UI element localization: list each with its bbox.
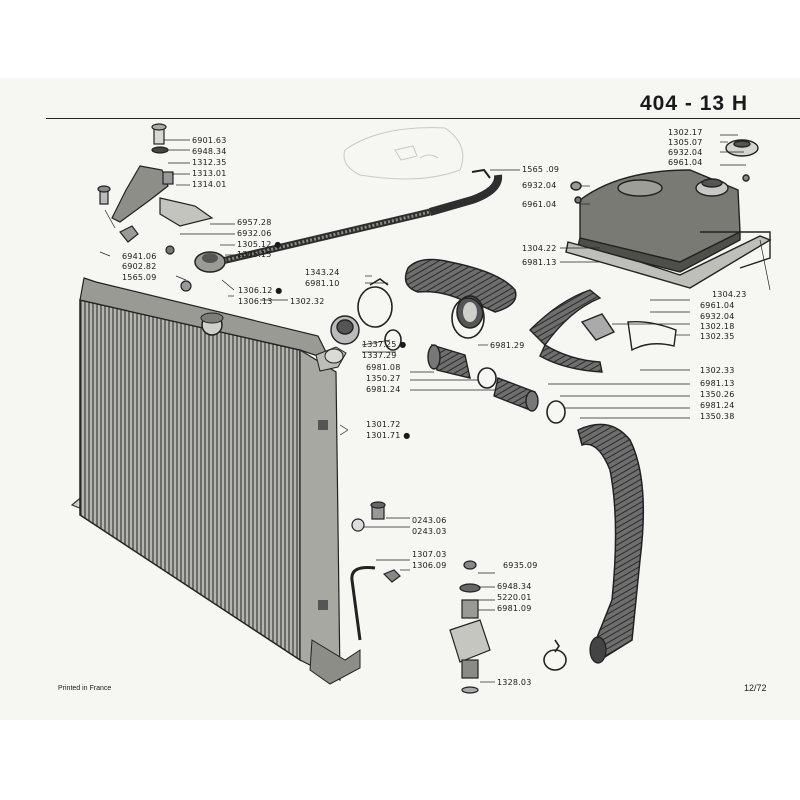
part-label: 6981.24 — [366, 385, 401, 394]
lower-hose — [577, 423, 645, 664]
part-label: 6981.24 — [700, 401, 735, 410]
upper-hose — [404, 258, 517, 329]
part-label: 1350.26 — [700, 390, 735, 399]
part-label: 1305.15 — [237, 250, 272, 259]
part-label: 0243.06 — [412, 516, 447, 525]
radiator — [70, 277, 361, 685]
support-bracket — [97, 123, 214, 292]
part-label: 1312.35 — [192, 158, 227, 167]
part-label: 1302.17 — [668, 128, 703, 137]
part-label: 1337.25 ● — [362, 340, 407, 349]
part-label: 5220.01 — [497, 593, 532, 602]
part-label: 1328.03 — [497, 678, 532, 687]
part-label: 1301.72 — [366, 420, 401, 429]
part-label: 6932.04 — [522, 181, 557, 190]
part-label: 1306.09 — [412, 561, 447, 570]
hose-connector — [330, 289, 677, 412]
part-label: 1302.32 — [290, 297, 325, 306]
part-label: 0243.03 — [412, 527, 447, 536]
leader-lines — [99, 134, 771, 683]
part-label: 6981.29 — [490, 341, 525, 350]
page-title: 404 - 13 H — [640, 92, 749, 115]
part-label: 6932.06 — [237, 229, 272, 238]
expansion-tank — [565, 139, 772, 289]
part-label: 1302.33 — [700, 366, 735, 375]
part-label: 6981.08 — [366, 363, 401, 372]
part-label: 6981.10 — [305, 279, 340, 288]
part-label: 1350.38 — [700, 412, 735, 421]
part-label: 1343.24 — [305, 268, 340, 277]
part-label: 6948.34 — [497, 582, 532, 591]
part-label: 1350.27 — [366, 374, 401, 383]
part-label: 6981.09 — [497, 604, 532, 613]
part-label: 1306.13 — [238, 297, 273, 306]
part-label: 6961.04 — [522, 200, 557, 209]
part-label: 6981.13 — [700, 379, 735, 388]
mount-bracket — [449, 560, 491, 694]
part-label: 6961.04 — [668, 158, 703, 167]
part-label: 1305.07 — [668, 138, 703, 147]
part-label: 6901.63 — [192, 136, 227, 145]
part-label: 1304.23 — [712, 290, 747, 299]
part-label: 1301.71 ● — [366, 431, 411, 440]
hose-clamp — [357, 278, 567, 671]
background-panel-outline — [343, 127, 464, 180]
part-label: 1313.01 — [192, 169, 227, 178]
page-number: 12/72 — [744, 683, 767, 693]
part-label: 6932.04 — [700, 312, 735, 321]
part-label: 1565.09 — [122, 273, 157, 282]
part-label: 6935.09 — [503, 561, 538, 570]
part-label: 1565 .09 — [522, 165, 560, 174]
part-label: 6961.04 — [700, 301, 735, 310]
part-label: 6902.82 — [122, 262, 157, 271]
part-label: 1304.22 — [522, 244, 557, 253]
part-label: 1302.18 — [700, 322, 735, 331]
part-label: 1307.03 — [412, 550, 447, 559]
part-label: 1314.01 — [192, 180, 227, 189]
part-label: 6932.04 — [668, 148, 703, 157]
header-rule — [46, 118, 800, 119]
part-label: 1305.12 ● — [237, 240, 282, 249]
part-label: 6981.13 — [522, 258, 557, 267]
part-label: 6957.28 — [237, 218, 272, 227]
printed-note: Printed in France — [58, 685, 112, 692]
part-label: 1306.12 ● — [238, 286, 283, 295]
part-label: 6941.06 — [122, 252, 157, 261]
part-label: 1302.35 — [700, 332, 735, 341]
breather-pipe — [194, 168, 503, 273]
drain-plug — [350, 501, 401, 641]
part-label: 6948.34 — [192, 147, 227, 156]
part-label: 1337.29 — [362, 351, 397, 360]
